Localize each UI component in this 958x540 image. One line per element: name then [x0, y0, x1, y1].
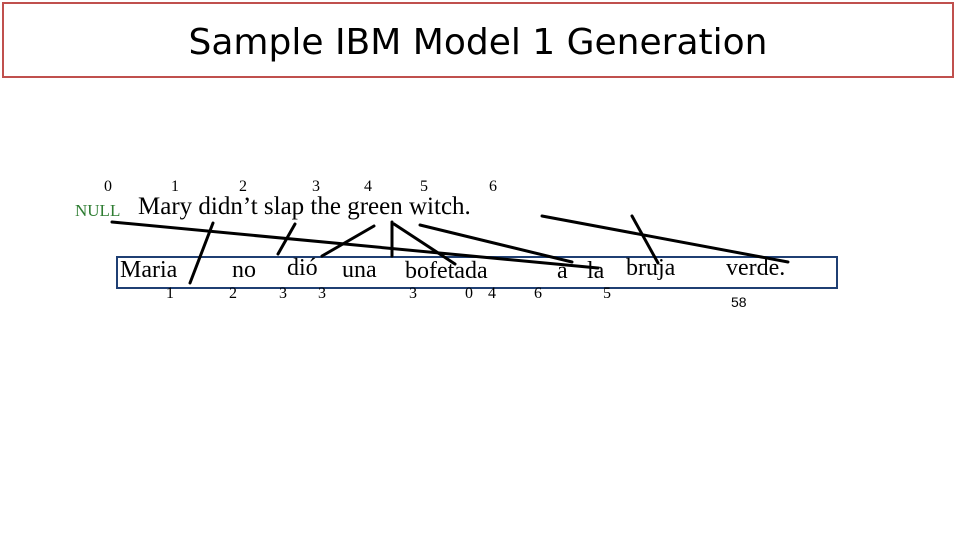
- link-the-la: [418, 223, 574, 264]
- alignment-index-verde: 5: [603, 285, 611, 302]
- link-green-verde: [540, 214, 790, 264]
- english-index-6: 6: [489, 178, 497, 195]
- spanish-word-a: a: [557, 258, 568, 284]
- link-slap-bofetada: [392, 222, 457, 266]
- alignment-index-la: 4: [488, 285, 496, 302]
- spanish-word-maria: Maria: [120, 257, 178, 283]
- english-index-0: 0: [104, 178, 112, 195]
- null-token: NULL: [75, 201, 121, 220]
- link-didnt-no: [276, 222, 297, 256]
- english-sentence: Mary didn’t slap the green witch.: [138, 193, 471, 220]
- link-mary-maria: [188, 221, 215, 285]
- spanish-word-bofetada: bofetada: [405, 258, 488, 284]
- link-witch-bruja: [630, 214, 660, 265]
- spanish-word-una: una: [342, 257, 377, 283]
- link-null-a: [110, 220, 600, 270]
- spanish-word-no: no: [232, 257, 256, 283]
- spanish-word-la: la: [587, 258, 605, 284]
- title-frame: Sample IBM Model 1 Generation: [2, 2, 954, 78]
- alignment-index-una: 3: [318, 285, 326, 302]
- alignment-index-bofetada: 3: [409, 285, 417, 302]
- english-index-3: 3: [312, 178, 320, 195]
- spanish-word-dio: dió: [287, 255, 318, 281]
- english-index-4: 4: [364, 178, 372, 195]
- page-number: 58: [731, 294, 747, 310]
- english-index-2: 2: [239, 178, 247, 195]
- slide-title: Sample IBM Model 1 Generation: [188, 22, 768, 63]
- link-slap-dio: [320, 224, 376, 258]
- english-index-1: 1: [171, 178, 179, 195]
- alignment-index-dio: 3: [279, 285, 287, 302]
- alignment-index-bruja: 6: [534, 285, 542, 302]
- alignment-index-no: 2: [229, 285, 237, 302]
- alignment-index-maria: 1: [166, 285, 174, 302]
- alignment-index-a: 0: [465, 285, 473, 302]
- spanish-word-bruja: bruja: [626, 255, 676, 281]
- english-index-5: 5: [420, 178, 428, 195]
